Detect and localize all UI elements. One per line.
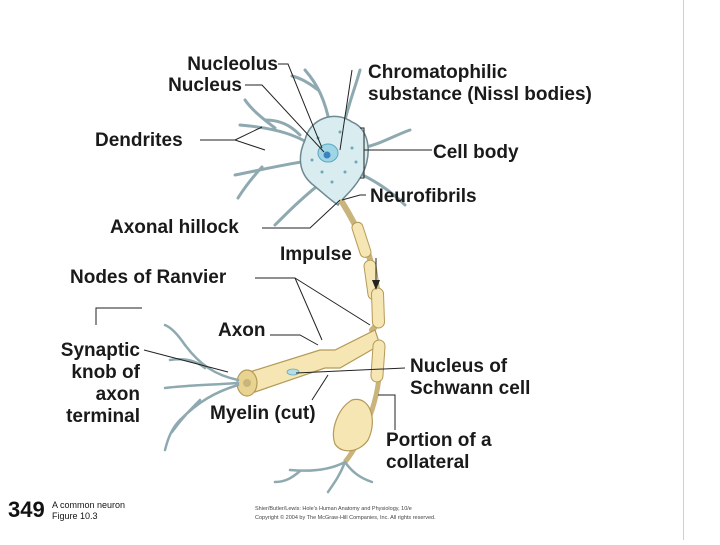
label-cell-body: Cell body — [433, 142, 519, 163]
label-nodes-of-ranvier: Nodes of Ranvier — [70, 267, 227, 288]
label-nucleus-of-schwann-2: Schwann cell — [410, 378, 531, 399]
figure-number: Figure 10.3 — [52, 511, 98, 521]
schwann-nucleus-shape — [286, 368, 300, 376]
label-nucleolus: Nucleolus — [187, 54, 278, 75]
label-impulse: Impulse — [280, 244, 352, 265]
nucleolus-shape — [323, 151, 331, 159]
label-nucleus-of-schwann-1: Nucleus of — [410, 356, 508, 377]
label-synaptic-1: Synaptic — [60, 340, 140, 361]
label-nucleus: Nucleus — [168, 75, 242, 96]
leader-lines — [95, 63, 432, 430]
label-axonal-hillock: Axonal hillock — [110, 217, 239, 238]
credit-line-2: Copyright © 2004 by The McGraw-Hill Comp… — [255, 515, 436, 521]
page-number: 349 — [8, 497, 45, 522]
collateral-terminal-branches — [273, 460, 374, 494]
impulse-arrow — [372, 280, 380, 290]
label-chromatophilic-2: substance (Nissl bodies) — [368, 84, 592, 105]
label-myelin-cut: Myelin (cut) — [210, 403, 316, 424]
label-axon: Axon — [218, 320, 266, 341]
credit-line-1: Shier/Butler/Lewis: Hole's Human Anatomy… — [255, 506, 412, 512]
label-synaptic-3: axon — [95, 384, 140, 405]
label-portion-of-collateral-1: Portion of a — [386, 430, 492, 451]
label-chromatophilic-1: Chromatophilic — [368, 62, 508, 83]
label-dendrites: Dendrites — [95, 130, 183, 151]
label-synaptic-2: knob of — [71, 362, 140, 383]
figure-caption: A common neuron — [52, 500, 126, 510]
label-synaptic-4: terminal — [66, 406, 140, 427]
label-portion-of-collateral-2: collateral — [386, 452, 470, 473]
myelin-segments-upper — [351, 221, 385, 329]
collateral-branch — [332, 339, 386, 464]
axon-terminal-branches — [163, 323, 240, 452]
page-edge-line — [683, 0, 684, 540]
label-neurofibrils: Neurofibrils — [370, 186, 477, 207]
